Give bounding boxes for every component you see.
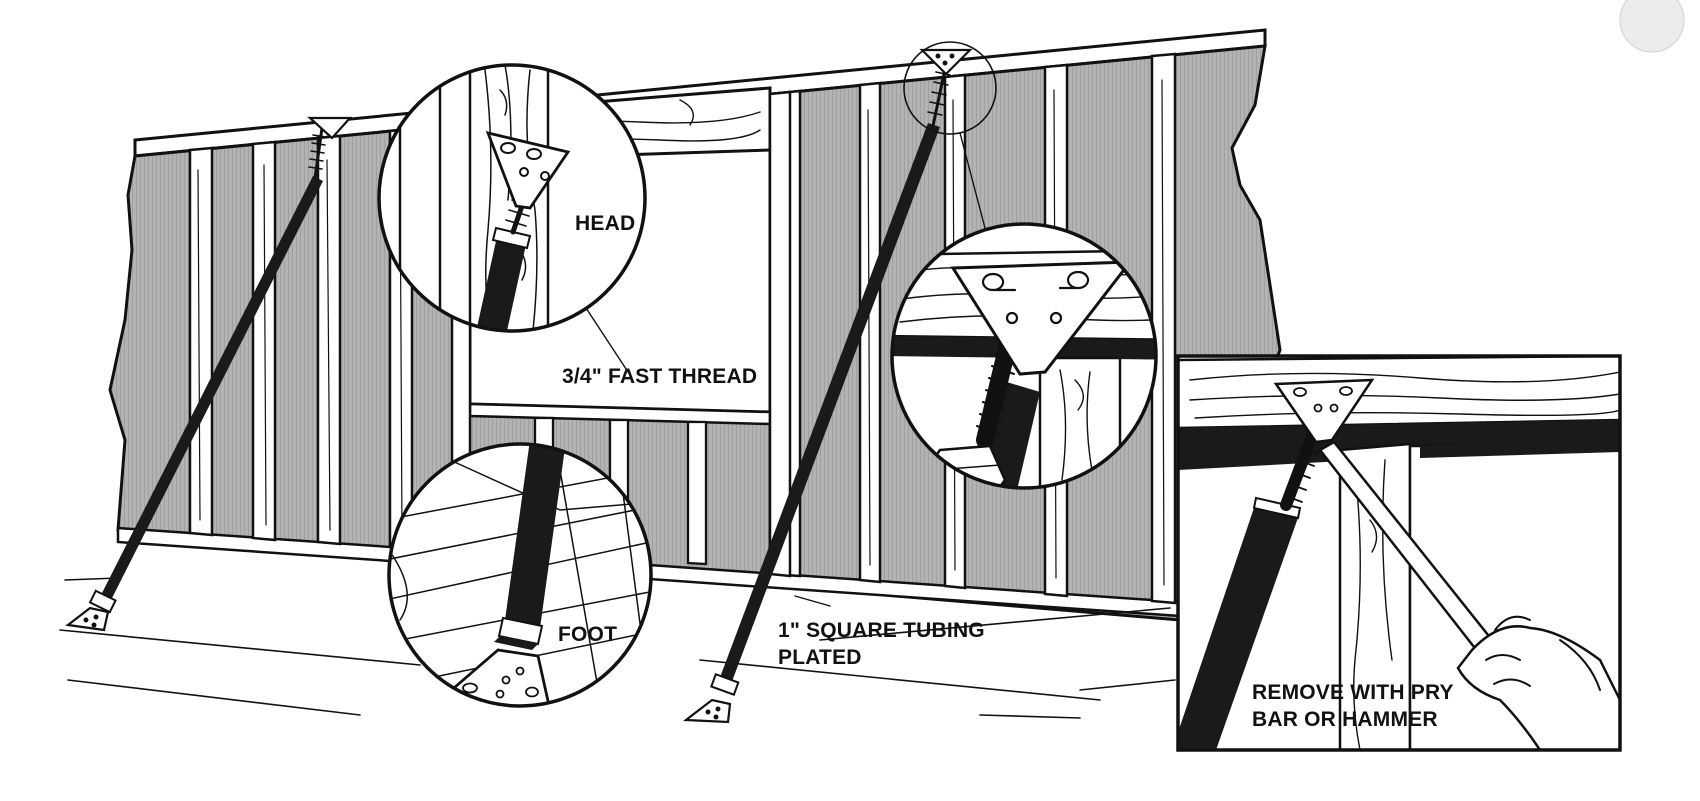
foot-label: FOOT: [558, 623, 617, 646]
remove-instruction-line2: BAR OR HAMMER: [1252, 708, 1438, 731]
fast-thread-label: 3/4" FAST THREAD: [562, 365, 757, 388]
remove-instruction-line1: REMOVE WITH PRY: [1252, 681, 1454, 704]
square-tubing-label: 1" SQUARE TUBING: [778, 619, 985, 642]
corner-dot: [1619, 0, 1685, 53]
center-brace: [682, 41, 997, 724]
removal-detail-box: [1176, 354, 1622, 752]
floor: [59, 577, 1176, 719]
magnifier-leader: [959, 132, 986, 229]
left-brace-head-plate: [307, 116, 353, 140]
tubing-leader: [794, 595, 831, 607]
plated-label: PLATED: [778, 646, 862, 669]
plate-detail-callout: [890, 222, 1158, 490]
head-label: HEAD: [575, 212, 635, 235]
head-callout: [377, 63, 647, 333]
left-brace: [65, 116, 353, 632]
center-brace-head-magnifier: [903, 41, 997, 135]
foot-callout: [387, 442, 653, 708]
